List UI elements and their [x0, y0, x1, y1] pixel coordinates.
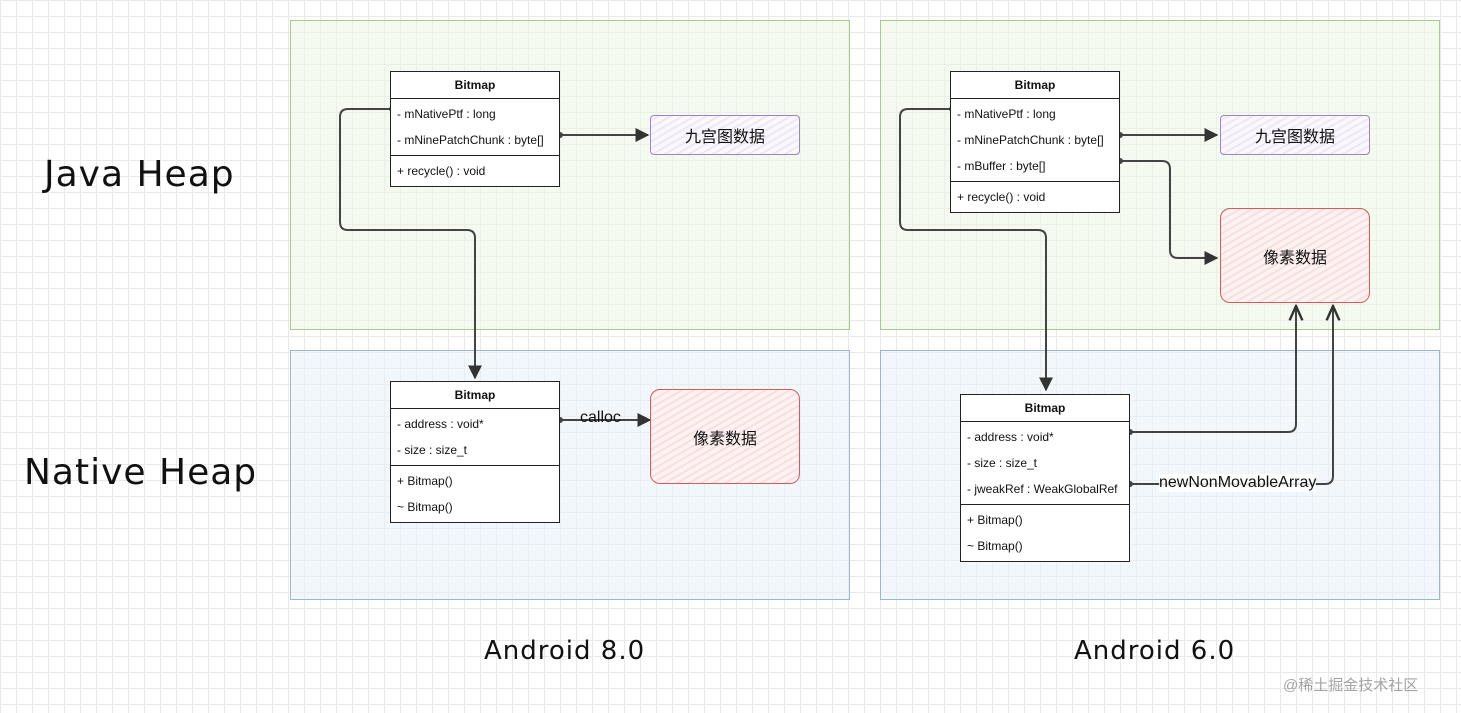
watermark: @稀土掘金技术社区: [1283, 677, 1419, 694]
new-non-movable-array-label: newNonMovableArray: [1159, 474, 1317, 492]
field-address: - address : void*: [397, 417, 484, 431]
method-destructor: ~ Bitmap(): [397, 500, 453, 514]
android-8-label: Android 8.0: [484, 636, 646, 666]
methods-section: + Bitmap() ~ Bitmap(): [391, 466, 559, 522]
pixel-data-box-android6: 像素数据: [1220, 208, 1370, 303]
java-heap-region-android8: [290, 20, 850, 330]
nine-patch-data-box-android6: 九宫图数据: [1220, 115, 1370, 155]
connector-jweakref-right: [1130, 306, 1333, 485]
native-heap-label: Native Heap: [24, 452, 258, 493]
nine-patch-data-box-android8: 九宫图数据: [650, 115, 800, 155]
fields-section: - mNativePtf : long - mNinePatchChunk : …: [391, 99, 559, 156]
native-bitmap-class-android6: Bitmap - address : void* - size : size_t…: [960, 394, 1130, 562]
methods-section: + recycle() : void: [951, 182, 1119, 212]
fields-section: - address : void* - size : size_t: [391, 409, 559, 466]
native-bitmap-class-android8: Bitmap - address : void* - size : size_t…: [390, 381, 560, 523]
connector-mbuffer-right: [1120, 160, 1219, 265]
field-mninepatchchunk: - mNinePatchChunk : byte[]: [957, 133, 1104, 147]
field-mninepatchchunk: - mNinePatchChunk : byte[]: [397, 133, 544, 147]
field-size: - size : size_t: [967, 456, 1038, 470]
methods-section: + Bitmap() ~ Bitmap(): [961, 505, 1129, 561]
field-address: - address : void*: [967, 430, 1054, 444]
connector-mnativeptr-right: [899, 108, 1053, 392]
class-title: Bitmap: [391, 72, 559, 99]
fields-section: - mNativePtf : long - mNinePatchChunk : …: [951, 99, 1119, 182]
java-bitmap-class-android6: Bitmap - mNativePtf : long - mNinePatchC…: [950, 71, 1120, 213]
class-title: Bitmap: [951, 72, 1119, 99]
field-mbuffer: - mBuffer : byte[]: [957, 159, 1046, 173]
calloc-label: calloc: [580, 409, 621, 426]
field-jweakref: - jweakRef : WeakGlobalRef: [967, 482, 1118, 496]
method-constructor: + Bitmap(): [967, 513, 1023, 527]
method-recycle: + recycle() : void: [397, 164, 486, 178]
method-recycle: + recycle() : void: [957, 190, 1046, 204]
fields-section: - address : void* - size : size_t - jwea…: [961, 422, 1129, 505]
pixel-data-box-android8: 像素数据: [650, 389, 800, 484]
field-mnativeptr: - mNativePtf : long: [957, 107, 1056, 121]
java-heap-label: Java Heap: [44, 154, 235, 195]
android-6-label: Android 6.0: [1074, 636, 1236, 666]
field-size: - size : size_t: [397, 443, 468, 457]
connector-mnativeptr-left: [339, 108, 482, 380]
class-title: Bitmap: [961, 395, 1129, 422]
method-constructor: + Bitmap(): [397, 474, 453, 488]
class-title: Bitmap: [391, 382, 559, 409]
methods-section: + recycle() : void: [391, 156, 559, 186]
field-mnativeptr: - mNativePtf : long: [397, 107, 496, 121]
java-bitmap-class-android8: Bitmap - mNativePtf : long - mNinePatchC…: [390, 71, 560, 187]
method-destructor: ~ Bitmap(): [967, 539, 1023, 553]
connector-address-right: [1130, 306, 1296, 433]
